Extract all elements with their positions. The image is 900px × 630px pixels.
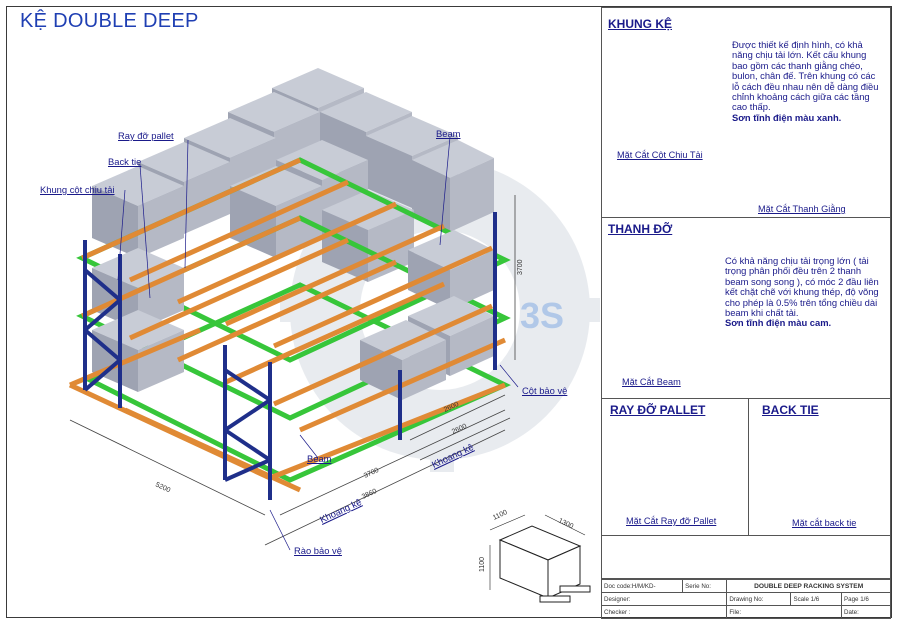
khung-ke-desc-text: Được thiết kế định hình, có khả năng chị… bbox=[732, 39, 879, 113]
tb-checker: Checker : bbox=[600, 605, 728, 619]
khung-ke-caption-2: Mặt Cắt Thanh Giằng bbox=[758, 204, 846, 214]
panel-khung-ke bbox=[601, 7, 891, 218]
thanh-do-paint: Sơn tĩnh điện màu cam. bbox=[725, 317, 832, 329]
tb-page: Page 1/6 bbox=[841, 592, 891, 606]
watermark-text: 3S bbox=[520, 295, 564, 336]
dimension-lines bbox=[69, 195, 516, 546]
khung-ke-desc: Được thiết kế định hình, có khả năng chị… bbox=[732, 39, 884, 123]
upright-frames bbox=[83, 212, 497, 500]
thanh-do-caption: Mặt Cắt Beam bbox=[622, 377, 681, 387]
thanh-do-desc: Có khả năng chịu tải trọng lớn ( tải trọ… bbox=[725, 255, 885, 329]
ray-do-pallet-title: RAY ĐỠ PALLET bbox=[610, 403, 706, 417]
tb-system: DOUBLE DEEP RACKING SYSTEM bbox=[726, 579, 891, 593]
dim-height: 3700 bbox=[517, 259, 524, 275]
callout-ray-do-pallet: Ray đỡ pallet bbox=[118, 130, 174, 141]
pallet-dim-w: 1100 bbox=[492, 509, 509, 522]
back-tie-title: BACK TIE bbox=[762, 403, 819, 417]
pallet-dim-d: 1300 bbox=[557, 517, 574, 530]
khung-ke-caption-1: Mặt Cắt Cột Chịu Tải bbox=[617, 150, 703, 160]
tb-serie: Serie No: bbox=[682, 579, 728, 593]
pallet-dim-h: 1100 bbox=[479, 557, 486, 572]
ray-do-pallet-caption: Mặt Cắt Ray đỡ Pallet bbox=[626, 516, 717, 526]
dim-front: 5200 bbox=[154, 481, 171, 494]
tb-file: File: bbox=[726, 605, 843, 619]
page-title: KỆ DOUBLE DEEP bbox=[20, 10, 199, 32]
callout-leaders bbox=[117, 136, 519, 551]
callout-beam-bottom: Beam bbox=[307, 453, 332, 464]
tb-designer: Designer: bbox=[600, 592, 728, 606]
tb-drawing-no: Drawing No: bbox=[726, 592, 792, 606]
thanh-do-title: THANH ĐỠ bbox=[608, 222, 673, 236]
title-block: Doc code:H/M/KD- Serie No: DOUBLE DEEP R… bbox=[600, 578, 891, 619]
drawing-frame bbox=[6, 6, 892, 618]
pallet-dimension-drawing bbox=[489, 514, 591, 603]
callout-rao-bao-ve: Rào bảo vệ bbox=[294, 545, 342, 556]
callout-back-tie: Back tie bbox=[108, 156, 142, 167]
back-tie-caption: Mặt cắt back tie bbox=[792, 518, 857, 528]
tb-date: Date: bbox=[841, 605, 891, 619]
dim-width-2: 3860 bbox=[361, 488, 378, 501]
khung-ke-paint: Sơn tĩnh điện màu xanh. bbox=[732, 111, 842, 123]
khung-ke-title: KHUNG KỆ bbox=[608, 17, 673, 31]
callout-khung-cot: Khung cột chịu tải bbox=[40, 184, 115, 195]
thanh-do-desc-text: Có khả năng chịu tải trọng lớn ( tải trọ… bbox=[725, 255, 879, 319]
beams bbox=[68, 157, 507, 493]
tb-scale: Scale 1/6 bbox=[790, 592, 843, 606]
panel-thanh-do bbox=[601, 217, 891, 399]
dim-width-1: 3700 bbox=[363, 467, 380, 480]
panel-back-tie bbox=[748, 398, 891, 536]
panel-blank bbox=[601, 535, 891, 579]
callout-cot-bao-ve: Cột bảo vệ bbox=[522, 385, 568, 396]
tb-doc-code: Doc code:H/M/KD- bbox=[600, 579, 684, 593]
callout-beam-top: Beam bbox=[436, 128, 461, 139]
panel-ray-do-pallet bbox=[601, 398, 749, 536]
